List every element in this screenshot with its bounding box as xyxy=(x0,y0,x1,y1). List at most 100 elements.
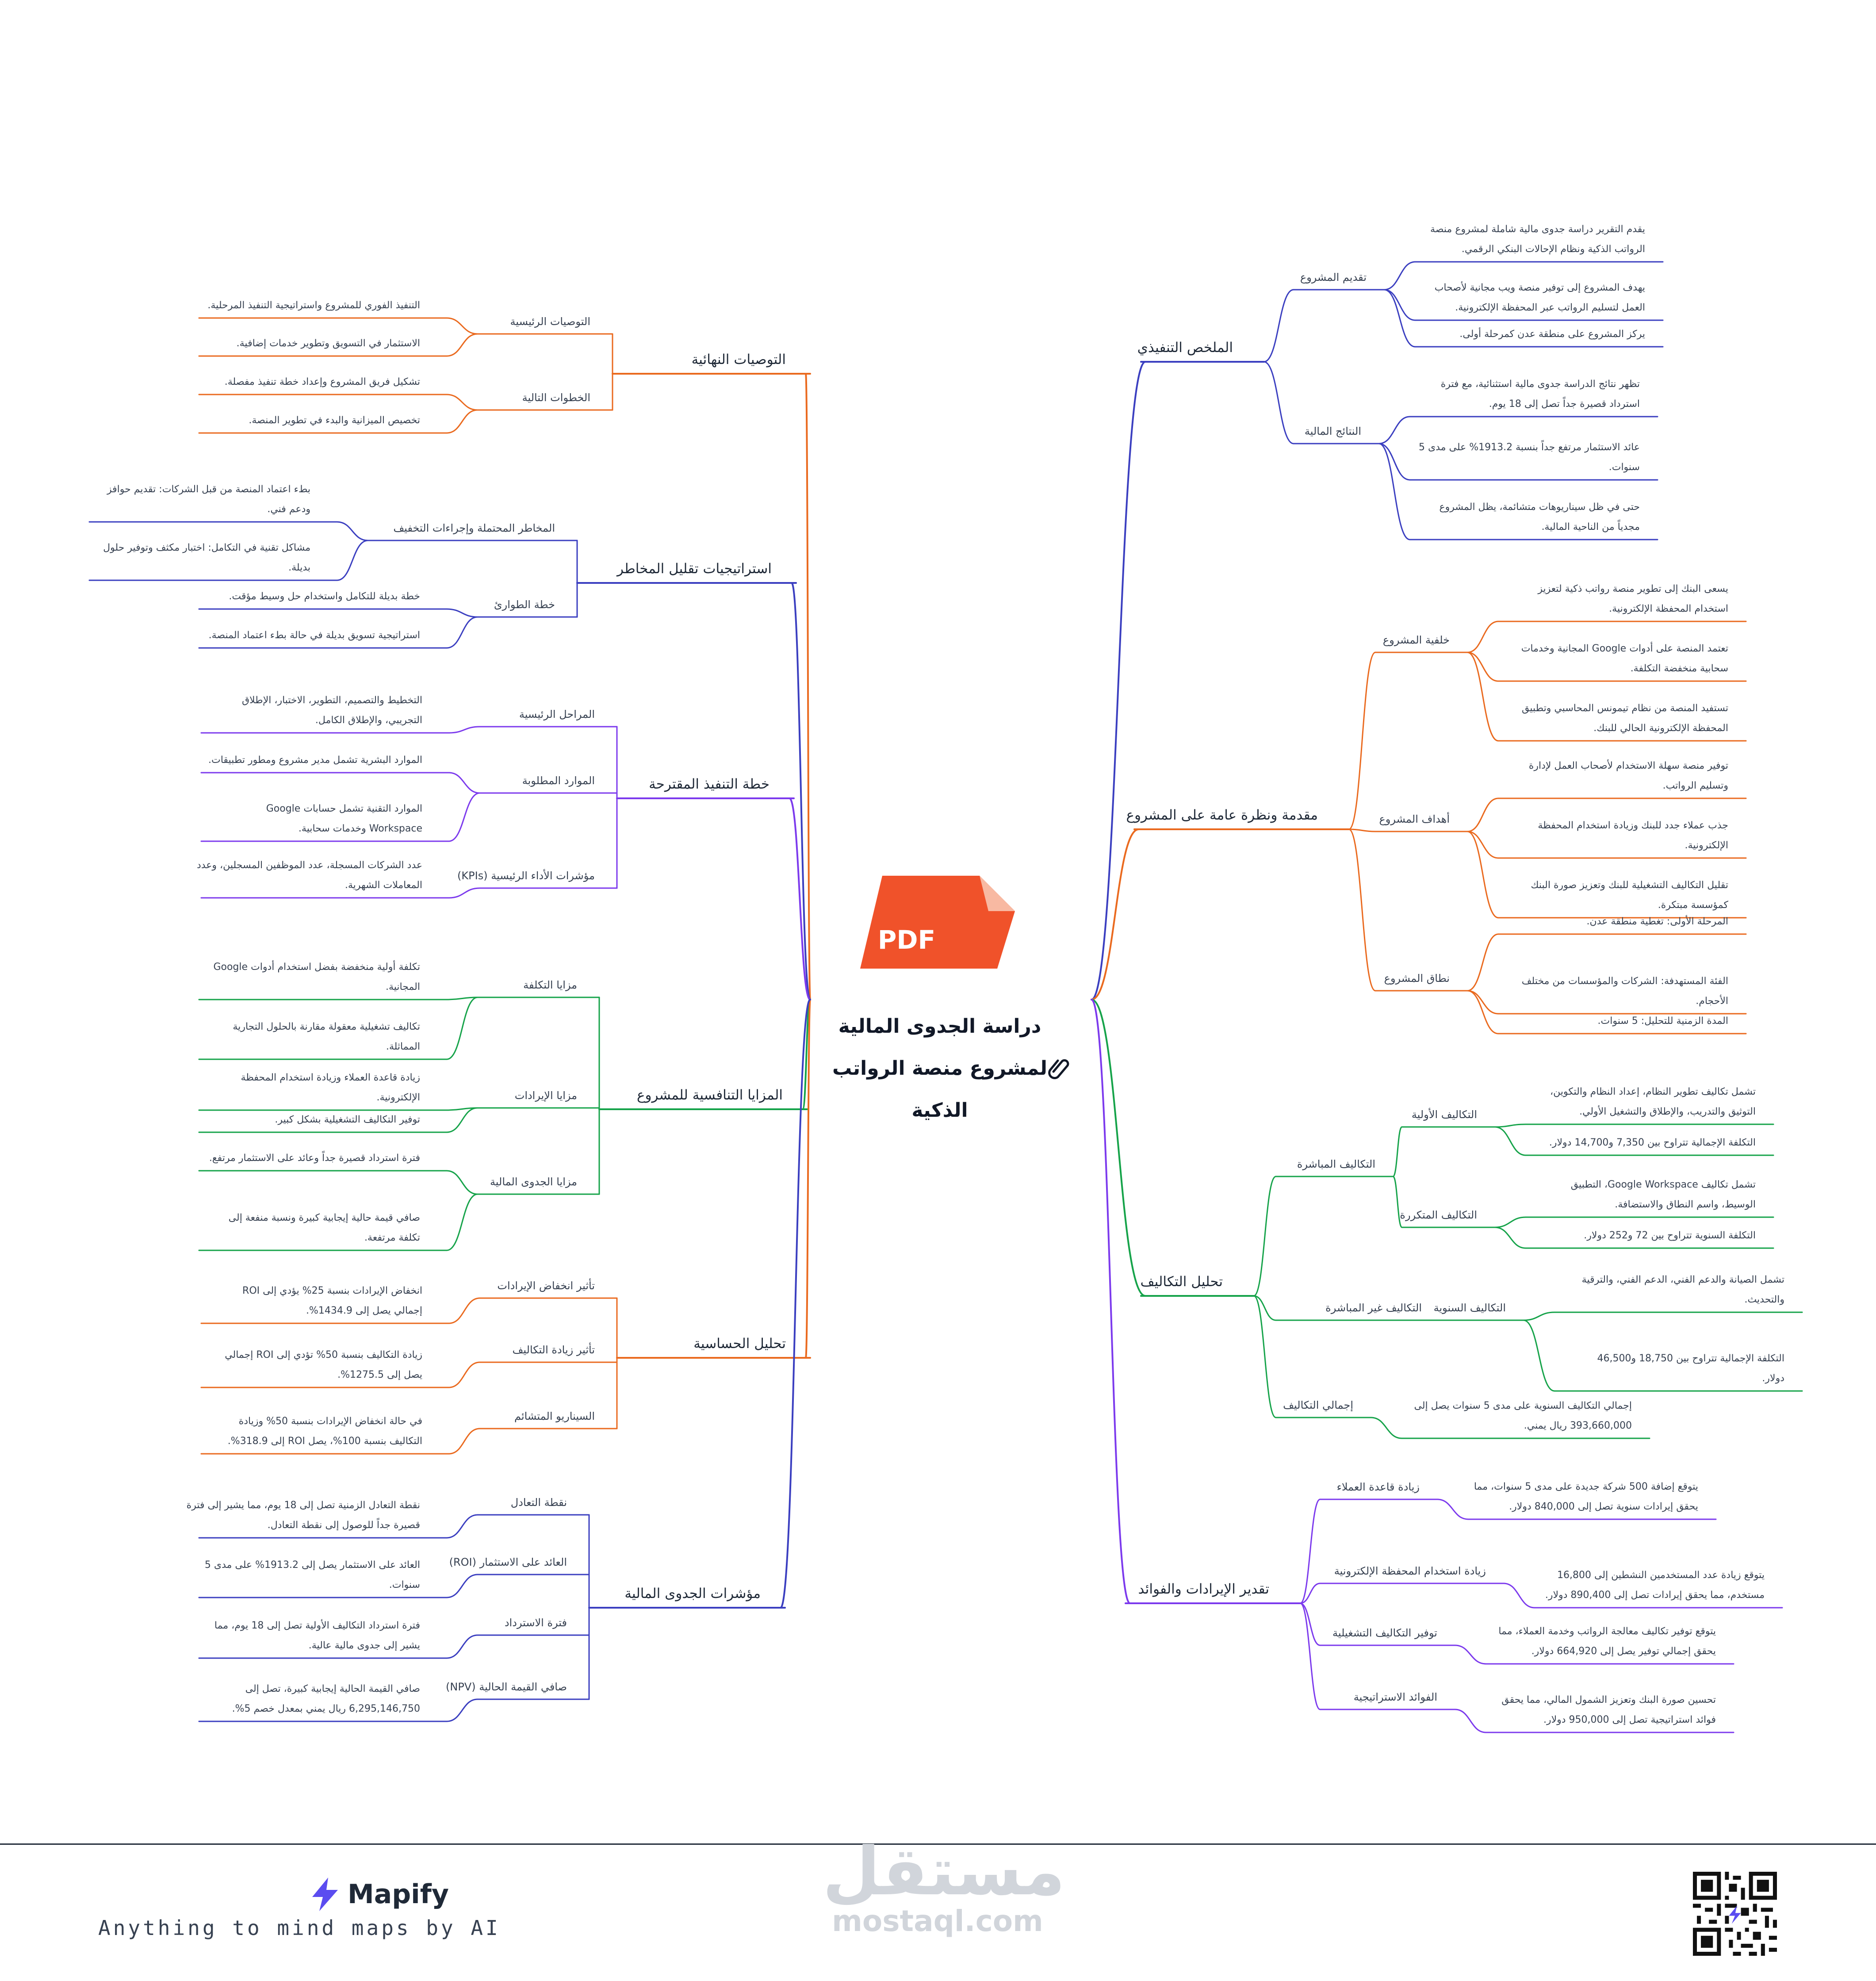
branch-5-label[interactable]: استراتيجيات تقليل المخاطر xyxy=(616,561,772,577)
branch-0-child-1-label[interactable]: النتائج المالية xyxy=(1305,425,1361,437)
branch-4-child-0-leaf-0-line-0: التنفيذ الفوري للمشروع واستراتيجية التنف… xyxy=(207,300,420,311)
branch-5-connector xyxy=(791,582,811,1000)
branch-6-child-1-label[interactable]: الموارد المطلوبة xyxy=(522,774,595,787)
branch-1-child-1-leaf-0-line-0: توفير منصة سهلة الاستخدام لأصحاب العمل ل… xyxy=(1529,759,1728,771)
branch-3-child-1-leaf-0-line-0: يتوقع زيادة عدد المستخدمين النشطين إلى 1… xyxy=(1557,1570,1765,1581)
branch-0-child-0-leaf-0-connector xyxy=(1383,261,1416,291)
branch-7-child-0-leaf-0-connector xyxy=(446,996,479,1000)
branch-5-child-0-leaf-1-connector xyxy=(336,540,369,581)
branch-6-child-0-leaf-0-line-1: التجريبي، والإطلاق الكامل. xyxy=(315,715,422,726)
branch-3-child-2-leaf-0-line-1: يحقق إجمالي توفير يصل إلى 664,920 دولار. xyxy=(1531,1646,1716,1657)
branch-2-label[interactable]: تحليل التكاليف xyxy=(1141,1274,1223,1290)
branch-8-child-1-label[interactable]: تأثير زيادة التكاليف xyxy=(513,1342,595,1356)
branch-3-child-2-leaf-0-line-0: يتوقع توفير تكاليف معالجة الرواتب وخدمة … xyxy=(1498,1626,1716,1637)
branch-9-child-3-leaf-0-connector xyxy=(446,1698,479,1722)
branch-7-child-2-leaf-1-connector xyxy=(446,1193,479,1251)
mapify-logo[interactable]: Mapify xyxy=(310,1878,449,1911)
branch-6-child-1-leaf-1-line-0: الموارد التقنية تشمل حسابات Google xyxy=(266,803,422,814)
paperclip-icon[interactable] xyxy=(1048,1059,1069,1079)
branch-1-child-1-leaf-0-connector xyxy=(1466,797,1499,832)
center-node[interactable]: PDF دراسة الجدوى المالية لمشروع منصة الر… xyxy=(832,876,1069,1122)
branch-3-child-0-connector xyxy=(1299,1498,1321,1604)
branch-2-child-1-sub-0-label[interactable]: التكاليف السنوية xyxy=(1434,1302,1506,1314)
branch-0-child-0-leaf-1-line-0: يهدف المشروع إلى توفير منصة ويب مجانية ل… xyxy=(1435,281,1645,293)
branch-2-child-0-label[interactable]: التكاليف المباشرة xyxy=(1297,1158,1375,1170)
branch-4-child-0-label[interactable]: التوصيات الرئيسية xyxy=(510,315,590,328)
branch-7-child-1-label[interactable]: مزايا الإيرادات xyxy=(515,1089,577,1102)
branch-7-child-2-leaf-0-line-0: فترة استرداد قصيرة جداً وعائد على الاستث… xyxy=(209,1150,420,1164)
branch-1-child-1-label[interactable]: أهداف المشروع xyxy=(1379,812,1450,825)
branch-4-child-1-label[interactable]: الخطوات التالية xyxy=(522,391,590,404)
branch-4-label[interactable]: التوصيات النهائية xyxy=(692,352,786,368)
branch-4-child-1-leaf-1-connector xyxy=(446,409,479,434)
branch-5-child-1-leaf-0-line-0: خطة بديلة للتكامل واستخدام حل وسيط مؤقت. xyxy=(229,591,420,602)
branch-7-child-1-leaf-0-line-1: الإلكترونية. xyxy=(377,1092,420,1103)
branch-1-child-2-leaf-0-connector xyxy=(1466,933,1499,992)
qr-code-icon[interactable] xyxy=(1693,1872,1777,1956)
branch-9-child-2-leaf-0-line-0: فترة استرداد التكاليف الأولية تصل إلى 18… xyxy=(214,1619,420,1631)
branch-6-child-2-label[interactable]: مؤشرات الأداء الرئيسية (KPIs) xyxy=(457,869,595,882)
branch-7-child-0-leaf-1-line-1: المماثلة. xyxy=(386,1041,420,1052)
branch-7-child-2-leaf-1-line-1: تكلفة مرتفعة. xyxy=(364,1232,420,1243)
center-title-line-2: لمشروع منصة الرواتب xyxy=(832,1057,1047,1080)
branch-9-child-2-label[interactable]: فترة الاسترداد xyxy=(505,1617,567,1629)
branch-8-child-2-label[interactable]: السيناريو المتشائم xyxy=(514,1410,595,1422)
watermark-arabic: مستقل xyxy=(823,1833,1065,1910)
branch-3-child-0-label[interactable]: زيادة قاعدة العملاء xyxy=(1337,1481,1420,1493)
branch-6-label[interactable]: خطة التنفيذ المقترحة xyxy=(649,776,770,792)
branch-2-child-0-sub-1-connector xyxy=(1392,1176,1403,1228)
branch-9-child-0-leaf-0-line-1: قصيرة جداً للوصول إلى نقطة التعادل. xyxy=(268,1517,420,1531)
branch-3-child-3-label[interactable]: الفوائد الاستراتيجية xyxy=(1354,1691,1437,1703)
branch-6-child-0-label[interactable]: المراحل الرئيسية xyxy=(519,708,595,720)
pdf-file-icon: PDF xyxy=(860,876,1015,969)
branch-0-child-1-leaf-1-line-1: سنوات. xyxy=(1609,462,1640,473)
branch-5-child-1-leaf-1-connector xyxy=(446,616,479,649)
branch-5-child-1-leaf-0-connector xyxy=(446,608,479,618)
pdf-badge-label: PDF xyxy=(878,925,935,955)
branch-1-label[interactable]: مقدمة ونظرة عامة على المشروع xyxy=(1126,807,1318,823)
branch-0-label[interactable]: الملخص التنفيذي xyxy=(1137,340,1233,356)
branch-3-child-3-leaf-0-line-1: فوائد استراتيجية تصل إلى 950,000 دولار. xyxy=(1543,1714,1716,1725)
branch-0-child-0-label[interactable]: تقديم المشروع xyxy=(1300,271,1367,284)
branch-3-child-2-label[interactable]: توفير التكاليف التشغيلية xyxy=(1332,1627,1437,1639)
branch-6-child-0-leaf-0-connector xyxy=(448,726,481,734)
branch-7-child-1-leaf-1-line-0: توفير التكاليف التشغيلية بشكل كبير. xyxy=(275,1114,420,1125)
branch-0-child-0-leaf-2-connector xyxy=(1383,289,1416,348)
branch-1-child-2-label[interactable]: نطاق المشروع xyxy=(1384,972,1450,985)
branch-9-child-3-label[interactable]: صافي القيمة الحالية (NPV) xyxy=(446,1681,567,1693)
branch-8-label[interactable]: تحليل الحساسية xyxy=(693,1336,786,1352)
branch-2-child-1-sub-0-leaf-0-line-0: تشمل الصيانة والدعم الفني، الدعم الفني، … xyxy=(1582,1274,1784,1285)
branch-2-child-0-sub-0-label[interactable]: التكاليف الأولية xyxy=(1412,1108,1477,1121)
branch-7-child-1-leaf-1-connector xyxy=(446,1107,479,1133)
branch-7-label[interactable]: المزايا التنافسية للمشروع xyxy=(637,1087,783,1103)
branch-1-child-1-leaf-2-line-1: كمؤسسة مبتكرة. xyxy=(1658,900,1729,911)
branch-3-child-1-label[interactable]: زيادة استخدام المحفظة الإلكترونية xyxy=(1334,1565,1486,1577)
branch-2-child-0-sub-1-label[interactable]: التكاليف المتكررة xyxy=(1400,1209,1477,1221)
branch-9-child-0-label[interactable]: نقطة التعادل xyxy=(511,1496,567,1509)
branch-5-child-0-leaf-1-line-1: بديلة. xyxy=(288,562,310,573)
branch-2-child-0-sub-0-leaf-1-line-0: التكلفة الإجمالية تتراوح بين 7,350 و14,7… xyxy=(1549,1137,1756,1148)
branch-1-child-0-label[interactable]: خلفية المشروع xyxy=(1383,634,1450,646)
branch-2-child-0-sub-0-leaf-0-connector xyxy=(1494,1123,1527,1128)
branch-5-child-0-label[interactable]: المخاطر المحتملة وإجراءات التخفيف xyxy=(393,522,555,535)
branch-3-label[interactable]: تقدير الإيرادات والفوائد xyxy=(1138,1581,1270,1597)
branch-7-child-0-label[interactable]: مزايا التكلفة xyxy=(523,979,577,991)
branch-8-child-0-label[interactable]: تأثير انخفاض الإيرادات xyxy=(497,1278,595,1292)
branch-9-child-2-leaf-0-line-1: يشير إلى جدوى مالية عالية. xyxy=(309,1640,420,1651)
branch-1-child-1-leaf-2-line-0: تقليل التكاليف التشغيلية للبنك وتعزيز صو… xyxy=(1531,880,1728,891)
branch-1-child-1-leaf-1-line-1: الإلكترونية. xyxy=(1685,840,1728,851)
branch-9-label[interactable]: مؤشرات الجدوى المالية xyxy=(624,1586,761,1602)
branch-2-child-1-label[interactable]: التكاليف غير المباشرة xyxy=(1325,1302,1422,1314)
lightning-icon xyxy=(312,1878,338,1911)
branch-0-child-0-connector xyxy=(1263,289,1294,363)
branch-7-child-2-label[interactable]: مزايا الجدوى المالية xyxy=(490,1176,577,1188)
branch-5-child-1-label[interactable]: خطة الطوارئ xyxy=(494,598,555,611)
branch-7-child-0-leaf-1-connector xyxy=(446,996,479,1060)
branch-2-child-2-label[interactable]: إجمالي التكاليف xyxy=(1283,1399,1353,1412)
branch-3-child-2-connector xyxy=(1299,1602,1321,1646)
branch-9-child-1-label[interactable]: العائد على الاستثمار (ROI) xyxy=(449,1556,567,1568)
branch-7-child-0-leaf-0-line-1: المجانية. xyxy=(386,981,420,992)
branch-0-child-1-leaf-2-line-1: مجدياً من الناحية المالية. xyxy=(1542,519,1640,533)
branch-2-child-0-sub-0-connector xyxy=(1392,1126,1403,1177)
